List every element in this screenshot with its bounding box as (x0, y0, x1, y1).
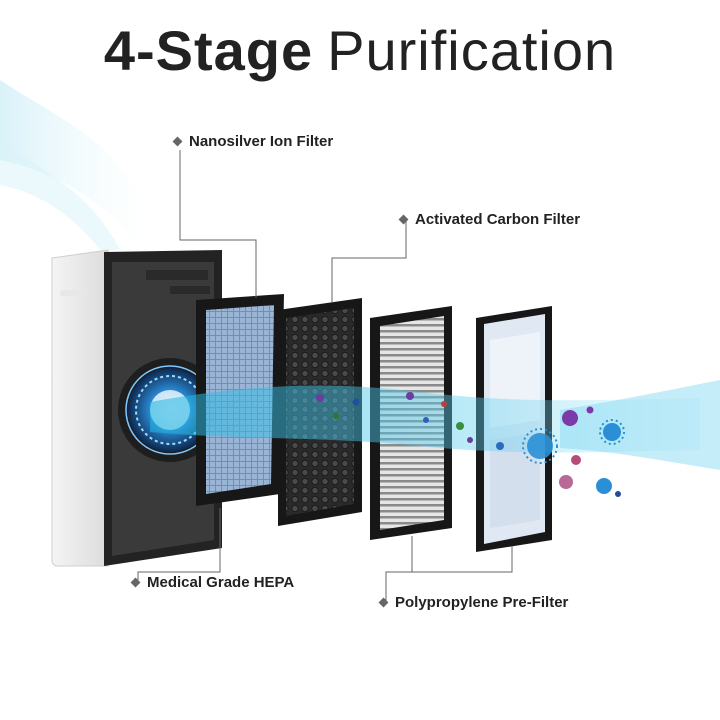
label-prefilter-text: Polypropylene Pre-Filter (395, 594, 569, 611)
label-hepa: Medical Grade HEPA (130, 574, 295, 591)
label-prefilter: Polypropylene Pre-Filter (378, 594, 569, 611)
diamond-bullet-icon (172, 136, 183, 146)
label-nanosilver: Nanosilver Ion Filter (172, 133, 334, 150)
diamond-bullet-icon (378, 597, 389, 607)
label-hepa-text: Medical Grade HEPA (147, 574, 295, 591)
title-bold: 4-Stage (103, 19, 314, 82)
label-nanosilver-text: Nanosilver Ion Filter (189, 133, 334, 150)
title-light: Purification (327, 19, 617, 82)
diamond-bullet-icon (398, 214, 409, 224)
label-carbon: Activated Carbon Filter (398, 211, 581, 228)
label-carbon-text: Activated Carbon Filter (415, 211, 581, 228)
diamond-bullet-icon (130, 577, 141, 587)
